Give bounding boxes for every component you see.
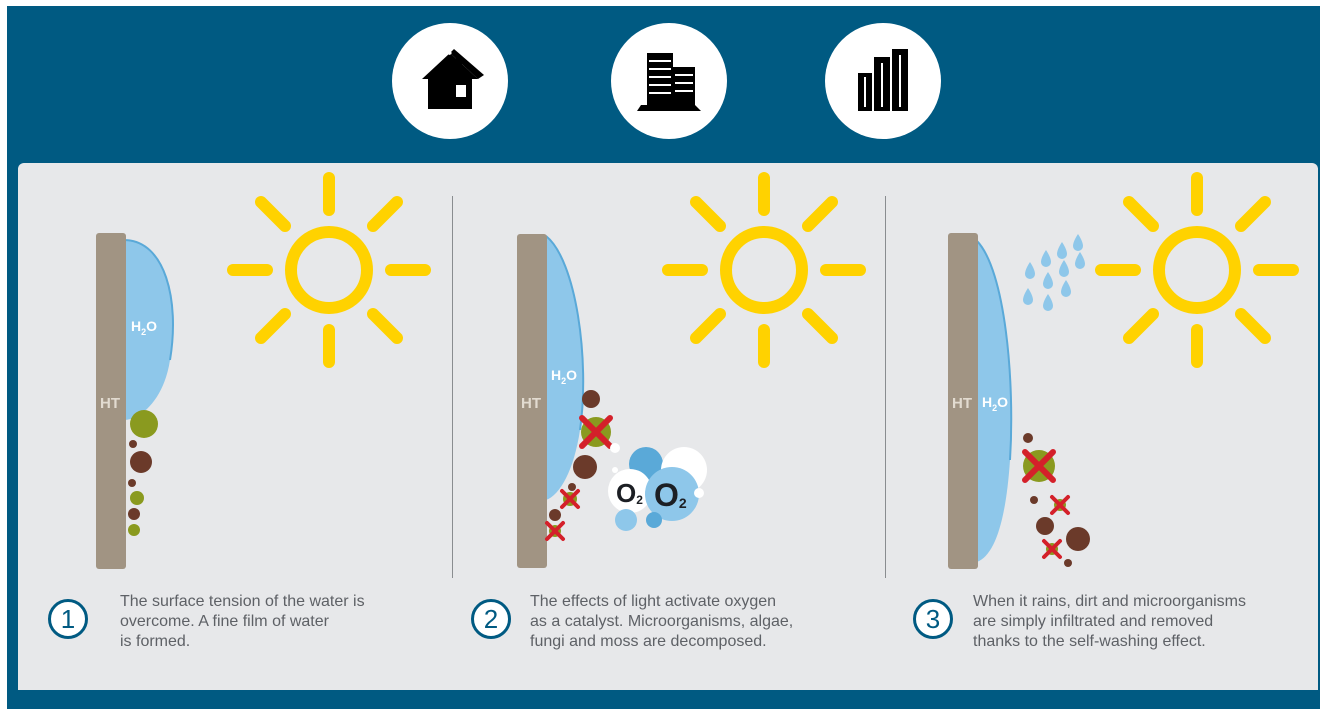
stage-2-illustration: HT H2O O2 O2: [517, 178, 860, 568]
sun-3: [1101, 178, 1293, 362]
sun-1: [233, 178, 425, 362]
skyscraper-icon: [825, 23, 941, 139]
wall-1: [96, 233, 126, 569]
step-caption-1: The surface tension of the water is over…: [120, 593, 365, 650]
dirt: [549, 509, 561, 521]
h2o-label-2: H2O: [551, 367, 577, 386]
wall-2: [517, 234, 547, 568]
divider-1: [452, 196, 453, 578]
step-number-2: 2: [471, 599, 511, 639]
algae: [128, 524, 140, 536]
step-number-1: 1: [48, 599, 88, 639]
wall-3: [948, 233, 978, 569]
algae: [130, 410, 158, 438]
wall-label-1: HT: [100, 395, 120, 412]
dirt: [1064, 559, 1072, 567]
dirt: [568, 483, 576, 491]
water-film-1: [124, 240, 173, 420]
divider-2: [885, 196, 886, 578]
dirt: [573, 455, 597, 479]
wall-label-3: HT: [952, 395, 972, 412]
step-number-3: 3: [913, 599, 953, 639]
o2-label-a: O2: [616, 478, 643, 508]
dirt: [129, 440, 137, 448]
dirt: [1036, 517, 1054, 535]
house-icon: [392, 23, 508, 139]
stage-1-illustration: HT H2O: [96, 178, 425, 569]
stage-3-illustration: HT H2O: [948, 178, 1293, 569]
algae: [130, 491, 144, 505]
h2o-label-3: H2O: [982, 394, 1008, 413]
wall-label-2: HT: [521, 395, 541, 412]
water-film-2: [546, 236, 584, 500]
dirt: [582, 390, 600, 408]
dirt: [128, 508, 140, 520]
h2o-label-1: H2O: [131, 318, 157, 337]
dirt: [1066, 527, 1090, 551]
dirt: [1030, 496, 1038, 504]
diagram-panel: [18, 163, 1318, 690]
rain-drops: [1023, 234, 1085, 311]
dirt: [130, 451, 152, 473]
office-building-icon: [611, 23, 727, 139]
step-caption-3: When it rains, dirt and microorganisms a…: [973, 593, 1246, 650]
dirt: [128, 479, 136, 487]
water-film-3: [977, 241, 1012, 562]
dirt: [1023, 433, 1033, 443]
o2-label-b: O2: [654, 477, 687, 513]
sun-2: [668, 178, 860, 362]
step-caption-2: The effects of light activate oxygen as …: [530, 593, 794, 650]
